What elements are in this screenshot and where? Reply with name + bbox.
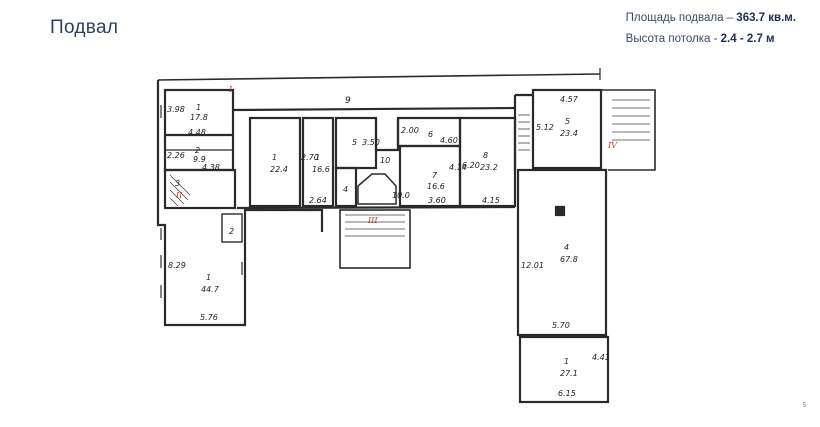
room-bl-area: 44.7 — [201, 285, 220, 294]
room-8-num: 8 — [483, 151, 488, 160]
room-big-dim1: 12.01 — [521, 261, 544, 270]
room-br-num: 1 — [564, 357, 569, 366]
room-tr-dim2: 5.12 — [536, 123, 554, 132]
corridor-label: 9 — [345, 96, 351, 106]
page-title: Подвал — [50, 17, 119, 38]
roman-marker-2: II — [175, 191, 183, 200]
roman-marker-4: IV — [607, 141, 618, 150]
room-tl-area: 17.8 — [190, 113, 208, 122]
page-number: 5 — [802, 403, 806, 409]
room-4-label: 4 — [343, 185, 348, 194]
area-label: Площадь подвала — [625, 12, 724, 24]
room-5-num: 5 — [352, 138, 357, 147]
room-a-area: 22.4 — [270, 165, 288, 174]
room-2-area: 9.9 — [193, 155, 206, 164]
room-8-area: 23.2 — [480, 163, 498, 172]
height-sep: - — [713, 33, 718, 45]
room-7-dim2: 3.60 — [428, 196, 446, 205]
area-row: Площадь подвала – 363.7 кв.м. — [626, 8, 796, 29]
room-5-dim: 3.50 — [362, 138, 380, 147]
room-b-num: 1 — [315, 153, 320, 162]
room-7-area: 16.6 — [427, 182, 445, 191]
room-tr-num: 5 — [565, 117, 570, 126]
room-2-num: 2 — [195, 146, 200, 155]
room-bl-small: 2 — [229, 227, 234, 236]
roman-marker-3: III — [367, 216, 378, 225]
room-8-dim2: 4.15 — [482, 196, 500, 205]
room-big-dim2: 5.70 — [552, 321, 570, 330]
floor-info: Площадь подвала – 363.7 кв.м. Высота пот… — [626, 8, 796, 50]
room-b-dim2: 2.64 — [309, 196, 327, 205]
room-8-dim1: 6.20 — [462, 161, 480, 170]
room-door-area: 10.0 — [392, 191, 410, 200]
stair-hatching — [169, 99, 650, 237]
room-br-dim1: 4.41 — [592, 353, 610, 362]
room-big-area: 67.8 — [560, 255, 578, 264]
windows — [160, 105, 243, 298]
room-b-area: 16.6 — [312, 165, 330, 174]
room-7-num: 7 — [432, 171, 438, 180]
room-br-dim2: 6.15 — [558, 389, 576, 398]
room-6-dim2: 2.00 — [401, 126, 419, 135]
room-tr-area: 23.4 — [560, 129, 578, 138]
room-10-label: 10 — [380, 156, 390, 165]
room-bl-dim1: 8.29 — [168, 261, 186, 270]
room-2-dim2: 4.38 — [202, 163, 220, 172]
height-row: Высота потолка - 2.4 - 2.7 м — [626, 29, 796, 50]
height-label: Высота потолка — [625, 33, 711, 45]
room-bl-num: 1 — [206, 273, 211, 282]
room-7-dim1: 4.14 — [449, 163, 467, 172]
roman-markers: I II III IV — [175, 85, 618, 225]
room-2-dim1: 2.26 — [167, 151, 185, 160]
plan-walls — [156, 68, 656, 404]
room-tr-dim1: 4.57 — [560, 95, 579, 104]
room-bl-dim2: 5.76 — [200, 313, 218, 322]
area-value: 363.7 кв.м. — [736, 12, 796, 24]
room-6-num: 6 — [428, 130, 433, 139]
room-tl-dim1: 3.98 — [167, 105, 185, 114]
roman-marker-1: I — [228, 85, 233, 94]
room-stair-num: 3 — [175, 179, 180, 188]
room-labels: 9 1 17.8 3.98 4.48 2 9.9 2.26 4.38 3 1 2… — [167, 95, 610, 398]
room-br-area: 27.1 — [560, 369, 578, 378]
room-tl-num: 1 — [196, 103, 201, 112]
room-6-dim1: 4.60 — [440, 136, 458, 145]
room-big-num: 4 — [564, 243, 569, 252]
room-tl-dim2: 4.48 — [188, 128, 206, 137]
room-b-dim1: 2.70 — [301, 153, 319, 162]
room-a-num: 1 — [272, 153, 277, 162]
area-sep: – — [726, 12, 734, 24]
height-value: 2.4 - 2.7 м — [720, 33, 775, 45]
